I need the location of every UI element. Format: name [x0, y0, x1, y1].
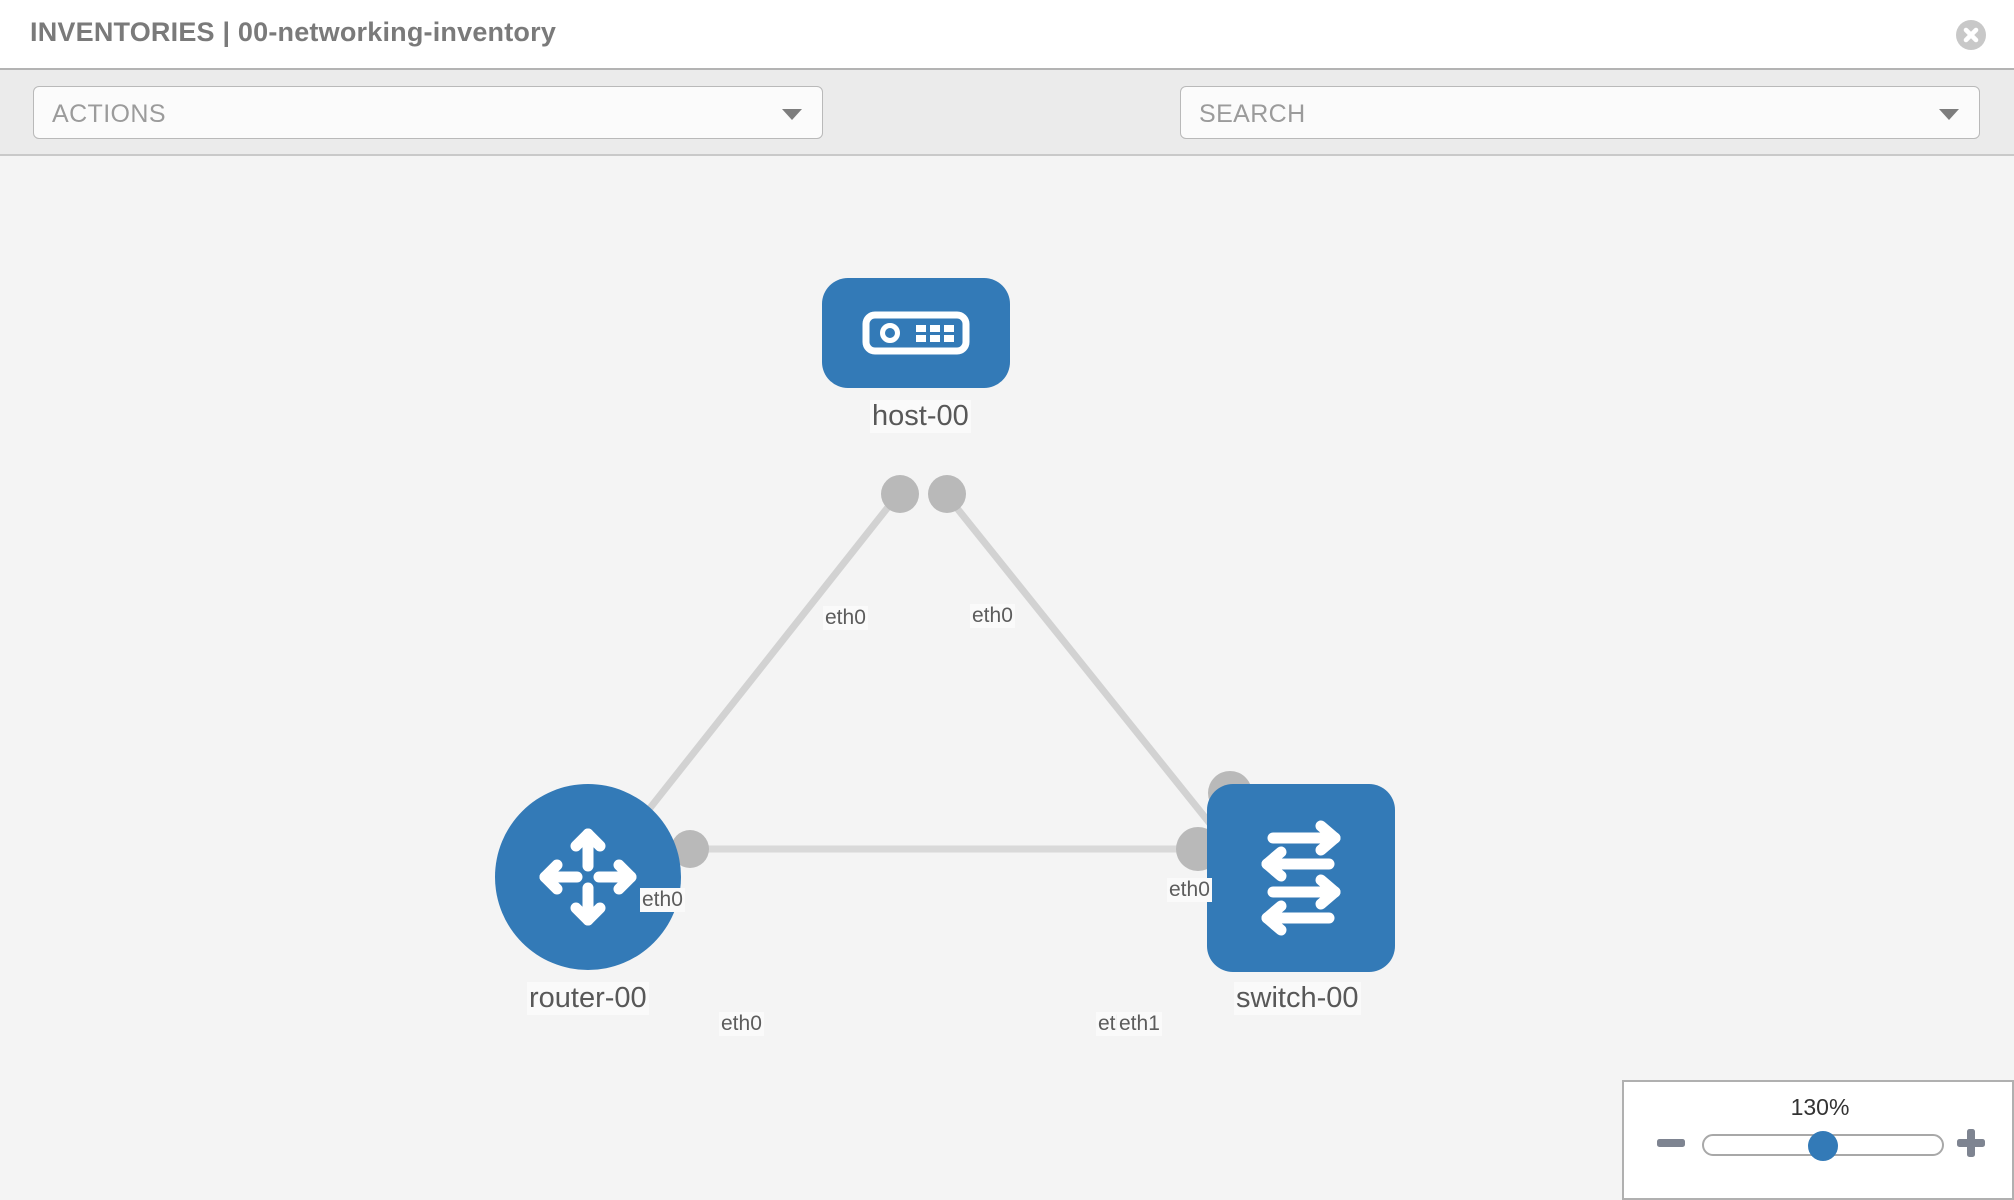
- router-arrows-icon: [539, 828, 637, 926]
- link-host00-switch00: [941, 489, 1231, 849]
- node-host-00-shape[interactable]: [822, 278, 1010, 388]
- edge-label-host00-left: eth0: [823, 606, 868, 630]
- node-switch-00-label: switch-00: [1234, 982, 1361, 1015]
- node-host-00[interactable]: host-00: [822, 278, 1010, 498]
- node-router-00[interactable]: router-00: [495, 784, 685, 1015]
- connector-dot-host00-right: [928, 475, 966, 513]
- minus-icon[interactable]: [1654, 1126, 1688, 1160]
- close-icon[interactable]: [1956, 20, 1986, 50]
- link-host00-router00: [617, 489, 903, 849]
- chevron-down-icon[interactable]: [1939, 109, 1959, 120]
- edge-label-router00-east: eth0: [719, 1012, 764, 1036]
- node-switch-00[interactable]: switch-00: [1207, 784, 1407, 1015]
- node-host-00-label: host-00: [870, 400, 971, 433]
- search-input[interactable]: SEARCH: [1180, 86, 1980, 139]
- edge-label-switch00-west-eth1: eth1: [1117, 1012, 1162, 1036]
- zoom-slider-thumb[interactable]: [1808, 1131, 1838, 1161]
- server-icon: [862, 311, 970, 355]
- edge-label-host00-right: eth0: [970, 604, 1015, 628]
- connector-dot-host00-left: [881, 475, 919, 513]
- node-router-00-label: router-00: [527, 982, 649, 1015]
- switch-arrows-icon: [1261, 820, 1341, 936]
- search-placeholder: SEARCH: [1199, 100, 1306, 128]
- page-header: INVENTORIES | 00-networking-inventory: [0, 0, 2014, 68]
- plus-icon[interactable]: [1954, 1126, 1988, 1160]
- edge-label-switch00-north: eth0: [1167, 878, 1212, 902]
- connector-dot-router00-east: [671, 830, 709, 868]
- zoom-level-label: 130%: [1790, 1094, 1850, 1120]
- page-title: INVENTORIES | 00-networking-inventory: [30, 17, 557, 47]
- topology-canvas[interactable]: host-00 router-00: [0, 156, 2014, 1200]
- edge-label-router00-north: eth0: [640, 888, 685, 912]
- node-switch-00-shape[interactable]: [1207, 784, 1395, 972]
- actions-dropdown[interactable]: ACTIONS: [33, 86, 823, 139]
- toolbar: ACTIONS SEARCH: [0, 68, 2014, 196]
- topology-links-layer: [617, 475, 1252, 871]
- zoom-control-panel: 130%: [1622, 1080, 2014, 1200]
- actions-dropdown-label: ACTIONS: [52, 100, 166, 128]
- chevron-down-icon: [782, 109, 802, 120]
- node-router-00-shape[interactable]: [495, 784, 681, 970]
